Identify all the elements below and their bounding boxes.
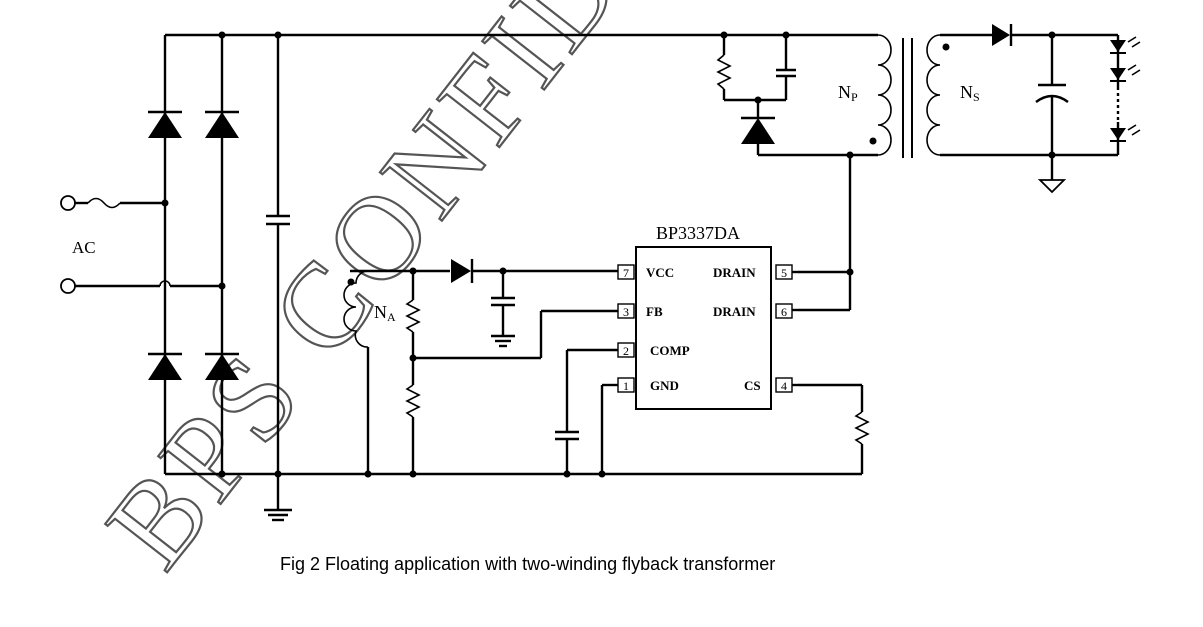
fb-resistor-top <box>405 299 421 333</box>
figure-caption: Fig 2 Floating application with two-wind… <box>280 554 775 574</box>
fuse <box>87 197 121 209</box>
svg-text:CS: CS <box>744 378 761 393</box>
pin-4-cs: 4 CS <box>744 377 793 393</box>
svg-text:FB: FB <box>646 304 663 319</box>
pin-5-drain: 5 DRAIN <box>713 264 793 280</box>
primary-winding <box>877 34 892 156</box>
drain-net <box>798 155 854 312</box>
aux-winding <box>343 270 369 348</box>
svg-text:3: 3 <box>623 305 629 319</box>
ac-terminal-1 <box>60 195 76 211</box>
svg-text:DRAIN: DRAIN <box>713 265 756 280</box>
pin-3-fb: 3 FB <box>617 303 663 319</box>
ac-terminal-2 <box>60 278 76 294</box>
secondary-winding <box>926 34 941 156</box>
ground-symbol-secondary <box>1037 179 1067 194</box>
svg-text:GND: GND <box>650 378 679 393</box>
bridge-diode-d2 <box>203 110 241 140</box>
aux-supply: NA <box>343 259 618 478</box>
led-2 <box>1110 64 1141 82</box>
pin-2-comp: 2 COMP <box>617 342 690 358</box>
ic-name: BP3337DA <box>656 223 740 243</box>
snubber-diode <box>739 116 777 146</box>
cs-resistor <box>854 411 870 445</box>
svg-text:4: 4 <box>781 379 787 393</box>
flyback-transformer: NP NS <box>838 33 980 158</box>
pin-1-gnd: 1 GND <box>617 377 679 393</box>
bridge-diode-d3 <box>146 352 184 382</box>
led-3 <box>1110 124 1141 142</box>
output-diode <box>992 24 1013 46</box>
svg-text:6: 6 <box>781 305 787 319</box>
svg-text:COMP: COMP <box>650 343 690 358</box>
snubber-resistor <box>716 54 732 90</box>
pin-7-vcc: 7 VCC <box>617 264 674 280</box>
led-1 <box>1110 36 1141 54</box>
comp-gnd-cs <box>555 348 870 478</box>
svg-text:5: 5 <box>781 266 787 280</box>
svg-text:DRAIN: DRAIN <box>713 304 756 319</box>
watermark: BPS CONFIDENTIAL <box>80 0 938 592</box>
vcc-diode <box>451 259 474 283</box>
rcd-snubber <box>716 31 854 159</box>
np-label: NP <box>838 82 858 104</box>
ns-label: NS <box>960 82 980 104</box>
svg-text:1: 1 <box>623 379 629 393</box>
ground-symbol-vcc <box>491 334 515 348</box>
secondary-output <box>940 24 1141 194</box>
pin-6-drain: 6 DRAIN <box>713 303 793 319</box>
svg-text:2: 2 <box>623 344 629 358</box>
watermark-text: BPS CONFIDENTIAL <box>81 0 937 591</box>
na-label: NA <box>374 302 396 324</box>
ground-symbol-primary <box>264 508 292 522</box>
svg-text:7: 7 <box>623 266 629 280</box>
ac-label: AC <box>72 238 96 257</box>
svg-text:VCC: VCC <box>646 265 674 280</box>
controller-ic: BP3337DA 7 VCC 3 FB 2 COMP 1 GND 5 DRAIN <box>617 223 798 410</box>
fb-resistor-bottom <box>405 384 421 418</box>
bridge-diode-d1 <box>146 110 184 140</box>
bulk-capacitor <box>264 31 292 522</box>
